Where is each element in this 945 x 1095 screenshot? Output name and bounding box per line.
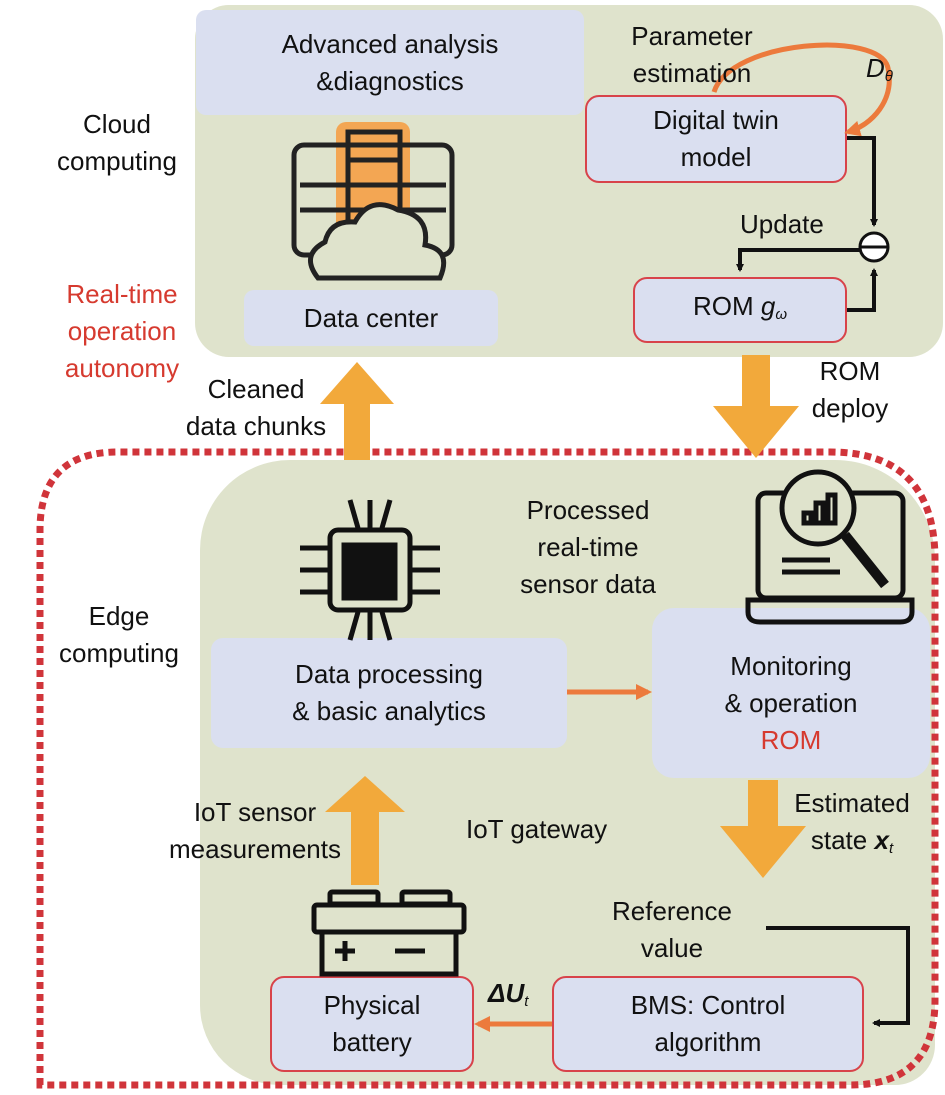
- data-processing-line2: & basic analytics: [292, 696, 486, 726]
- monitoring-line2: & operation: [724, 687, 858, 718]
- monitoring-operation-box: Monitoring & operation ROM: [652, 608, 930, 778]
- d-theta-label: Dθ: [866, 53, 893, 85]
- data-processing-line1: Data processing: [295, 659, 483, 689]
- physical-battery-line1: Physical: [323, 990, 421, 1020]
- data-center-box: Data center: [244, 290, 498, 346]
- data-processing-box: Data processing & basic analytics: [211, 638, 567, 748]
- twin-to-comparator-line: [847, 136, 878, 227]
- bms-line2: algorithm: [654, 1027, 762, 1057]
- advanced-analysis-line1: Advanced analysis: [281, 28, 499, 59]
- digital-twin-model-box: Digital twin model: [585, 95, 847, 183]
- battery-icon: [311, 889, 467, 977]
- edge-boundary-dotted: [36, 448, 939, 1089]
- advanced-analysis-box: Advanced analysis &diagnostics: [196, 10, 584, 115]
- rom-deploy-down-arrow: [713, 355, 799, 458]
- cleaned-data-up-arrow: [320, 362, 394, 460]
- update-label: Update: [740, 209, 824, 239]
- physical-battery-box: Physical battery: [270, 976, 474, 1072]
- reference-value-line: [766, 926, 910, 1027]
- iot-gateway-label: IoT gateway: [466, 814, 608, 844]
- digital-twin-line1: Digital twin: [653, 105, 779, 135]
- rom-g-omega-box: ROM gω: [633, 277, 847, 343]
- laptop-analytics-magnifier-icon: [745, 469, 915, 625]
- delta-u-label: ΔUt: [488, 978, 529, 1010]
- estimated-state-label: Estimated state xt: [794, 788, 910, 857]
- monitoring-line3-rom: ROM: [760, 724, 822, 755]
- estimated-state-down-arrow: [720, 780, 806, 878]
- processor-chip-icon: [300, 499, 440, 641]
- iot-measurement-up-arrow: [325, 776, 405, 885]
- update-line: [736, 248, 860, 272]
- parameter-estimation-loop-arrow: [711, 42, 892, 137]
- physical-battery-line2: battery: [332, 1027, 412, 1057]
- rom-g-omega-label: ROM gω: [692, 290, 788, 323]
- digital-twin-line2: model: [680, 142, 752, 172]
- advanced-analysis-line2: &diagnostics: [316, 65, 464, 96]
- data-center-cloud-server-icon: [291, 122, 455, 281]
- monitoring-line1: Monitoring: [730, 650, 852, 681]
- bms-line1: BMS: Control: [630, 990, 786, 1020]
- bms-control-box: BMS: Control algorithm: [552, 976, 864, 1072]
- rom-to-comparator-line: [847, 268, 878, 312]
- data-center-label: Data center: [303, 302, 439, 333]
